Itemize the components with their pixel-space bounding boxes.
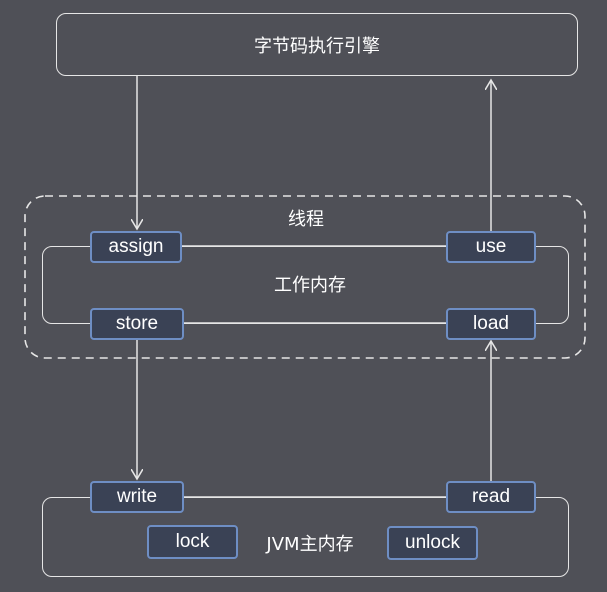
execution-engine-label: 字节码执行引擎 xyxy=(254,35,380,57)
execution-engine-box xyxy=(56,13,578,76)
main-memory-box xyxy=(42,497,569,577)
unlock-op: unlock xyxy=(387,526,478,560)
read-op: read xyxy=(446,481,536,513)
load-op: load xyxy=(446,308,536,340)
thread-boundary xyxy=(24,195,586,359)
store-op: store xyxy=(90,308,184,340)
working-memory-box xyxy=(42,246,569,324)
working-memory-label: 工作内存 xyxy=(274,275,346,296)
thread-label: 线程 xyxy=(288,209,324,230)
main-memory-label: JVM主内存 xyxy=(266,534,354,555)
lock-op: lock xyxy=(147,525,238,559)
use-op: use xyxy=(446,231,536,263)
write-op: write xyxy=(90,481,184,513)
assign-op: assign xyxy=(90,231,182,263)
